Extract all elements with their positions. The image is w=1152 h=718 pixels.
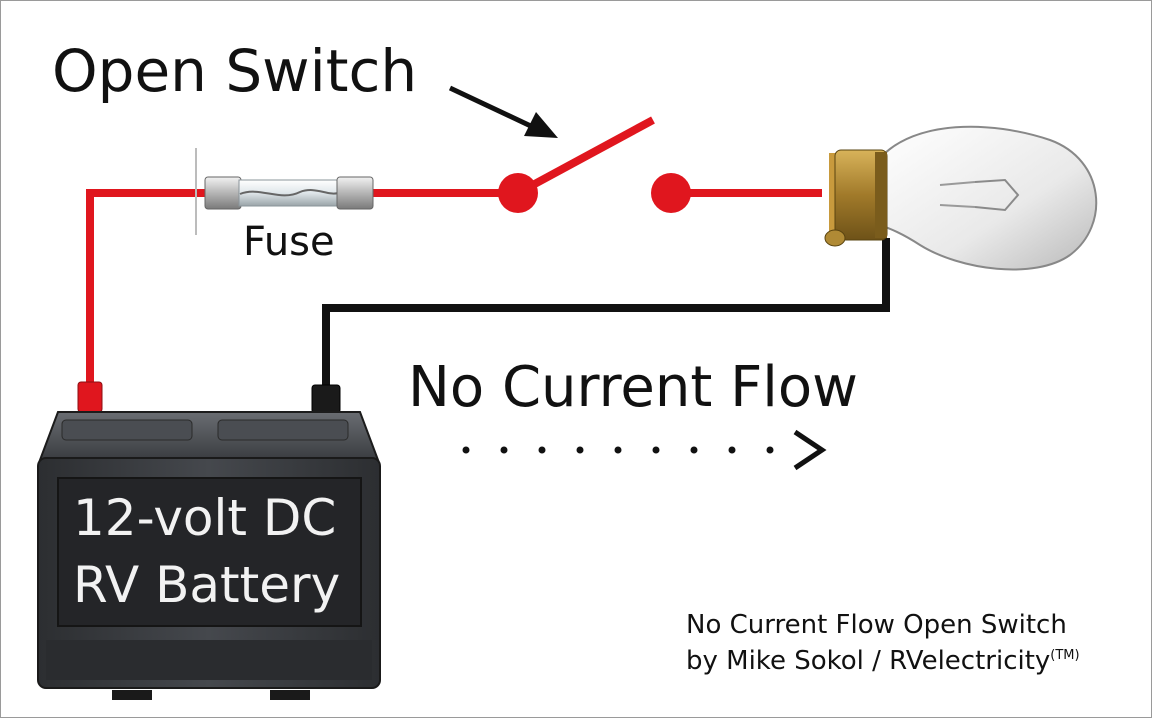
battery-label-line2: RV Battery bbox=[73, 556, 341, 614]
caption-author-text: by Mike Sokol / RVelectricity bbox=[686, 646, 1051, 676]
positive-wire bbox=[86, 116, 822, 385]
trademark-mark: (TM) bbox=[1050, 648, 1080, 663]
switch-pointer-arrow bbox=[448, 85, 558, 138]
switch-icon bbox=[498, 173, 691, 213]
switch-label: Open Switch bbox=[52, 37, 418, 105]
caption-title: No Current Flow Open Switch bbox=[686, 610, 1067, 640]
battery-icon bbox=[37, 381, 381, 700]
current-flow-label: No Current Flow bbox=[408, 355, 858, 420]
negative-wire bbox=[322, 238, 890, 393]
fuse-icon bbox=[195, 148, 374, 235]
battery-label-line1: 12-volt DC bbox=[73, 489, 337, 547]
caption-author: by Mike Sokol / RVelectricity(TM) bbox=[686, 648, 1080, 674]
fuse-label: Fuse bbox=[243, 219, 335, 265]
bulb-icon bbox=[824, 125, 1098, 271]
arrow-icon bbox=[462, 429, 827, 471]
